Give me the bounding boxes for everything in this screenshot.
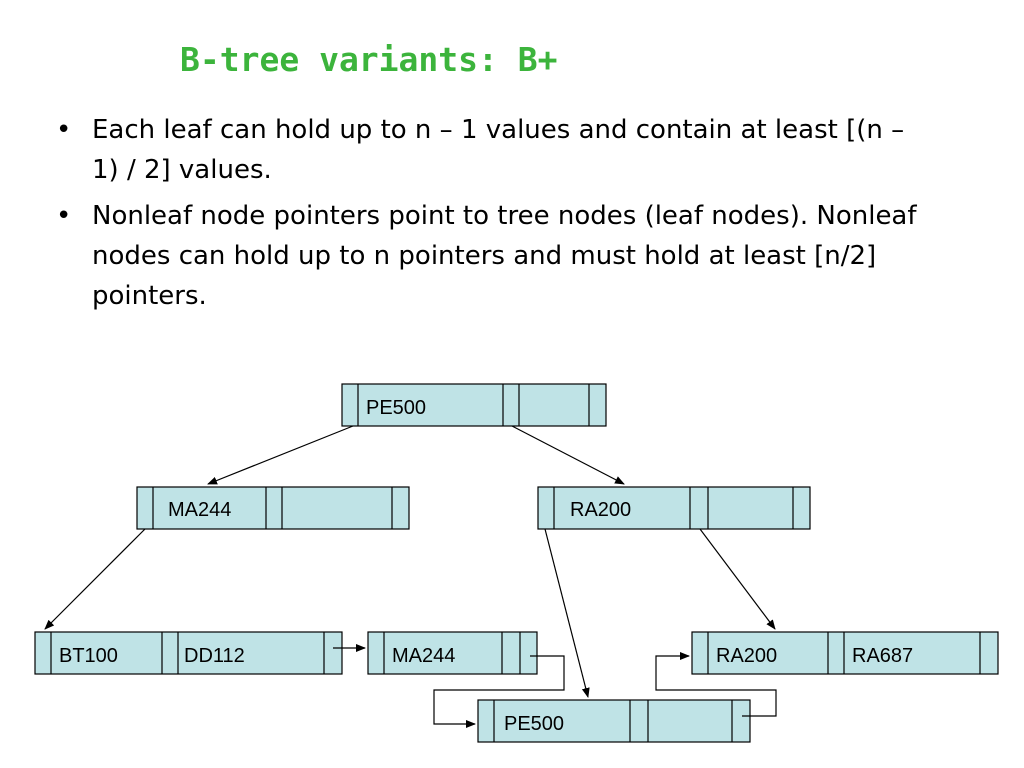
bullet-text: Nonleaf node pointers point to tree node… xyxy=(92,201,917,311)
bullet-item: • Nonleaf node pointers point to tree no… xyxy=(52,196,932,316)
edge-root-right xyxy=(511,425,625,485)
leaf-4-key-1: RA200 xyxy=(716,645,777,667)
edge-root-left xyxy=(207,425,354,485)
edge-left-leaf1 xyxy=(44,528,146,630)
leaf-node-4: RA200 RA687 xyxy=(691,631,999,675)
bullet-text: Each leaf can hold up to n – 1 values an… xyxy=(92,115,905,185)
sibling-leaf2-leaf3 xyxy=(433,655,565,728)
leaf-2-key-1: MA244 xyxy=(392,645,455,667)
internal-node-right: RA200 xyxy=(537,486,811,530)
sibling-leaf3-leaf4 xyxy=(655,652,777,717)
leaf-1-key-1: BT100 xyxy=(59,645,118,667)
slide-title: B-tree variants: B+ xyxy=(180,40,558,79)
leaf-3-key-1: PE500 xyxy=(504,713,564,735)
leaf-node-3: PE500 xyxy=(477,699,751,743)
root-node: PE500 xyxy=(341,383,607,427)
bullet-list: • Each leaf can hold up to n – 1 values … xyxy=(52,110,932,322)
leaf-node-1: BT100 DD112 xyxy=(34,631,343,675)
internal-node-left: MA244 xyxy=(136,486,410,530)
edge-right-leaf4 xyxy=(699,528,776,630)
internal-right-key: RA200 xyxy=(570,499,631,521)
leaf-4-key-2: RA687 xyxy=(852,645,913,667)
leaf-1-key-2: DD112 xyxy=(184,645,245,667)
internal-left-key: MA244 xyxy=(168,499,231,521)
bullet-icon: • xyxy=(56,201,72,231)
edge-right-leaf3 xyxy=(544,528,590,698)
bullet-item: • Each leaf can hold up to n – 1 values … xyxy=(52,110,932,190)
root-key: PE500 xyxy=(366,397,426,419)
bullet-icon: • xyxy=(56,115,72,145)
leaf-node-2: MA244 xyxy=(367,631,538,675)
